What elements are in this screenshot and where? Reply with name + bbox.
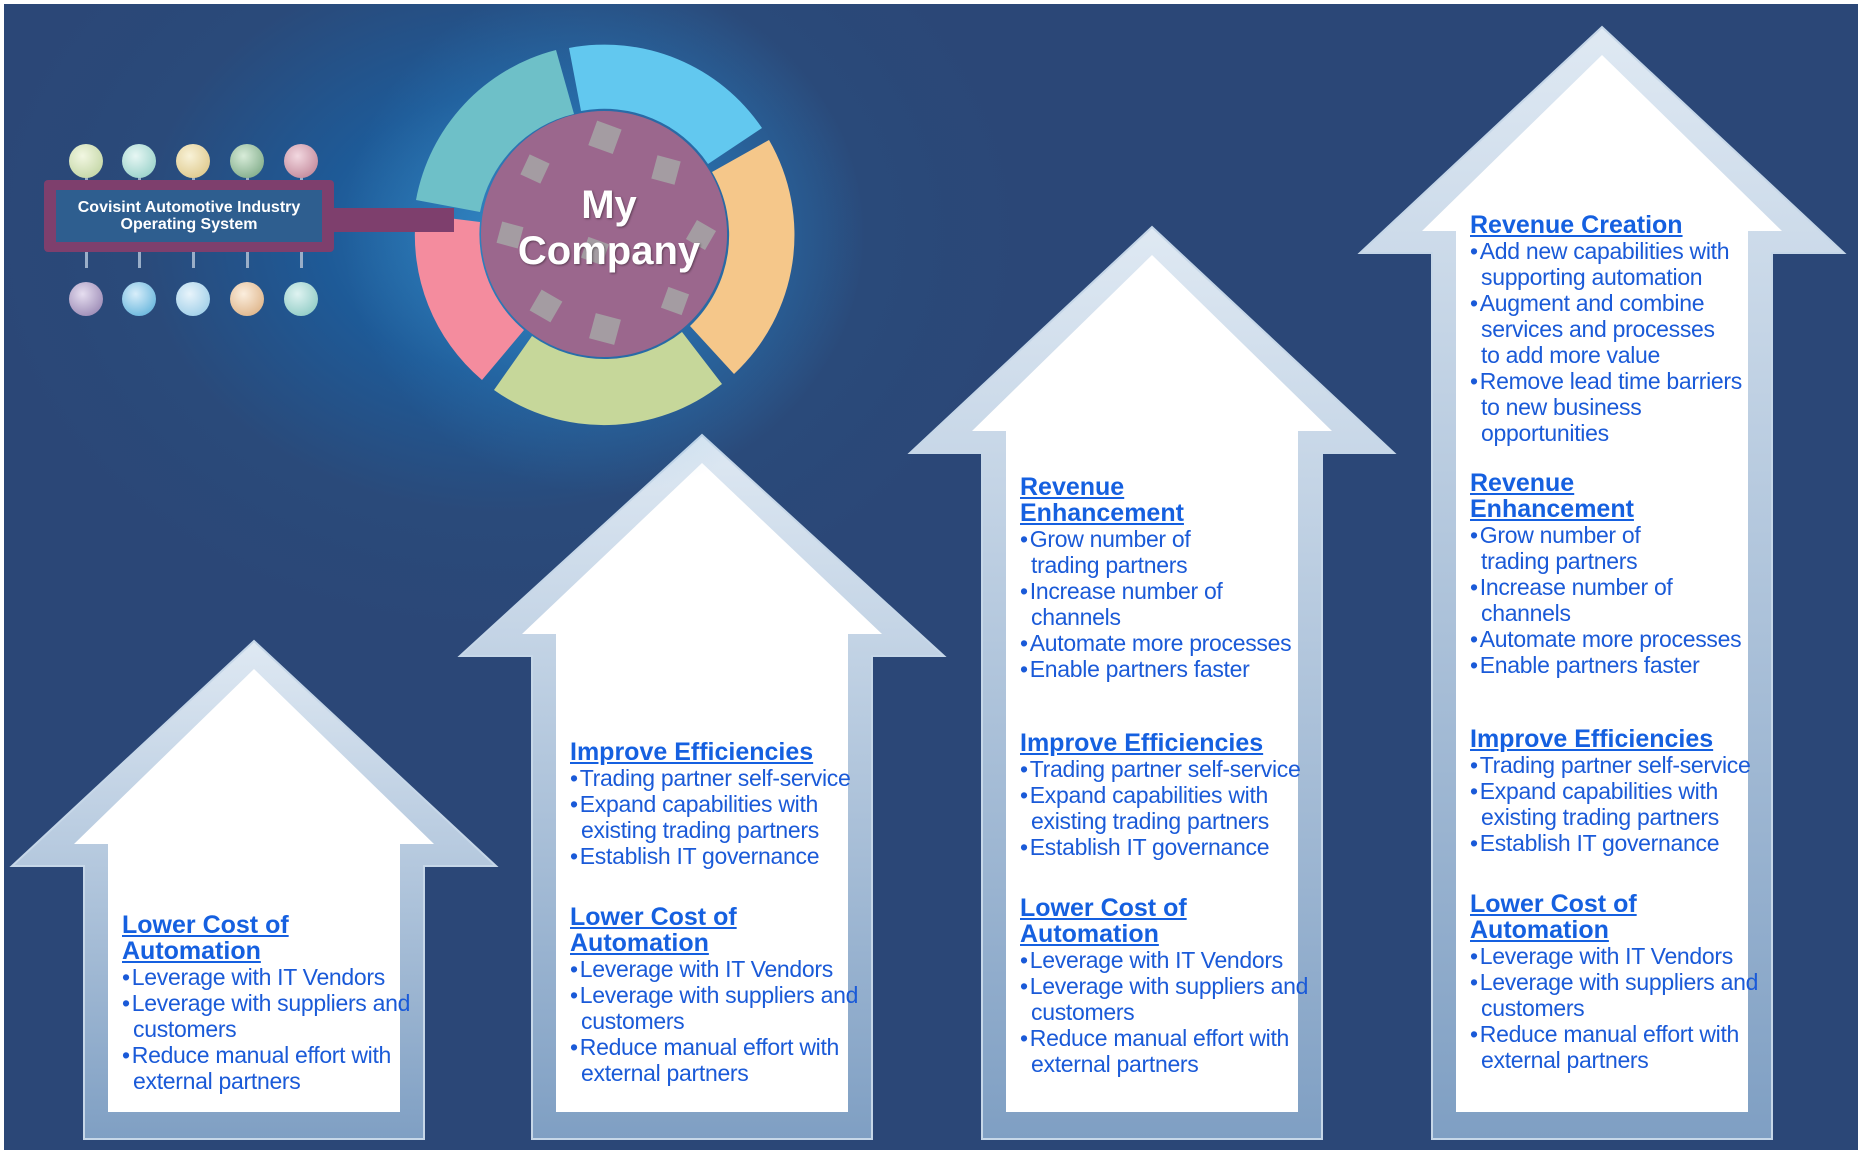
section-improve-efficiencies: Improve Efficiencies Trading partner sel… [570,739,881,869]
section-title: Improve Efficiencies [570,738,814,766]
section-title: Lower Cost of Automation [1020,894,1187,948]
bulb-icon [69,144,103,178]
section-improve-efficiencies: Improve Efficiencies Trading partner sel… [1470,726,1781,856]
bulb-stem [192,252,195,268]
bulb-icon [122,282,156,316]
list-item: Establish IT governance [570,843,881,869]
company-label: My Company [517,183,701,273]
bulb-icon [284,282,318,316]
section-title: Improve Efficiencies [1470,725,1714,753]
os-label: Covisint Automotive Industry Operating S… [56,190,322,242]
section-title: Lower Cost of Automation [570,903,737,957]
list-item: Enable partners faster [1020,656,1331,682]
list-item: Reduce manual effort with external partn… [570,1034,881,1086]
list-item: Establish IT governance [1470,830,1781,856]
section-title: Lower Cost of Automation [122,911,289,965]
bulb-stem [300,252,303,268]
list-item: Augment and combine services and process… [1470,290,1731,368]
arrow-3-content: Revenue Enhancement Grow number of tradi… [1020,474,1331,1105]
list-item: Leverage with IT Vendors [1470,943,1781,969]
section-improve-efficiencies: Improve Efficiencies Trading partner sel… [1020,730,1331,860]
list-item: Leverage with suppliers and customers [1470,969,1781,1021]
list-item: Increase number of channels [1470,574,1681,626]
list-item: Enable partners faster [1470,652,1781,678]
section-title: Revenue Creation [1470,211,1683,239]
section-lower-cost: Lower Cost of Automation Leverage with I… [570,904,881,1086]
list-item: Grow number of trading partners [1470,522,1661,574]
arrow-3-body [972,255,1332,1112]
list-item: Trading partner self-service [1470,752,1781,778]
list-item: Grow number of trading partners [1020,526,1211,578]
list-item: Trading partner self-service [1020,756,1331,782]
list-item: Trading partner self-service [570,765,881,791]
section-lower-cost: Lower Cost of Automation Leverage with I… [122,912,433,1094]
list-item: Leverage with IT Vendors [1020,947,1331,973]
section-revenue-enhancement: Revenue Enhancement Grow number of tradi… [1020,474,1331,682]
list-item: Expand capabilities with existing tradin… [1470,778,1781,830]
os-box: Covisint Automotive Industry Operating S… [44,180,334,252]
bulb-icon [230,144,264,178]
section-title: Revenue Enhancement [1020,473,1184,527]
bulb-icon [284,144,318,178]
list-item: Leverage with suppliers and customers [122,990,433,1042]
list-item: Expand capabilities with existing tradin… [570,791,881,843]
list-item: Remove lead time barriers to new busines… [1470,368,1746,446]
list-item: Automate more processes [1020,630,1331,656]
arrow-2-content: Improve Efficiencies Trading partner sel… [570,739,881,1114]
bulb-stem [85,252,88,268]
list-item: Reduce manual effort with external partn… [1470,1021,1781,1073]
bulb-stem [138,252,141,268]
arrow-4-content: Revenue Creation Add new capabilities wi… [1470,212,1781,1101]
arrow-1-content: Lower Cost of Automation Leverage with I… [122,912,433,1122]
list-item: Expand capabilities with existing tradin… [1020,782,1331,834]
os-connector [334,208,454,232]
list-item: Leverage with suppliers and customers [570,982,881,1034]
cube-icons [496,120,717,345]
bulb-icon [69,282,103,316]
section-title: Lower Cost of Automation [1470,890,1637,944]
section-revenue-creation: Revenue Creation Add new capabilities wi… [1470,212,1781,446]
section-revenue-enhancement: Revenue Enhancement Grow number of tradi… [1470,470,1781,678]
list-item: Leverage with suppliers and customers [1020,973,1331,1025]
section-title: Revenue Enhancement [1470,469,1634,523]
list-item: Automate more processes [1470,626,1781,652]
company-wheel [414,44,795,426]
list-item: Leverage with IT Vendors [570,956,881,982]
section-lower-cost: Lower Cost of Automation Leverage with I… [1470,891,1781,1073]
diagram-canvas: Covisint Automotive Industry Operating S… [4,4,1858,1150]
bulb-icon [176,144,210,178]
section-title: Improve Efficiencies [1020,729,1264,757]
bulb-icon [176,282,210,316]
list-item: Add new capabilities with supporting aut… [1470,238,1746,290]
list-item: Establish IT governance [1020,834,1331,860]
section-lower-cost: Lower Cost of Automation Leverage with I… [1020,895,1331,1077]
list-item: Leverage with IT Vendors [122,964,433,990]
list-item: Reduce manual effort with external partn… [1020,1025,1331,1077]
bulb-icon [230,282,264,316]
list-item: Increase number of channels [1020,578,1231,630]
bulb-stem [246,252,249,268]
bulb-icon [122,144,156,178]
list-item: Reduce manual effort with external partn… [122,1042,433,1094]
